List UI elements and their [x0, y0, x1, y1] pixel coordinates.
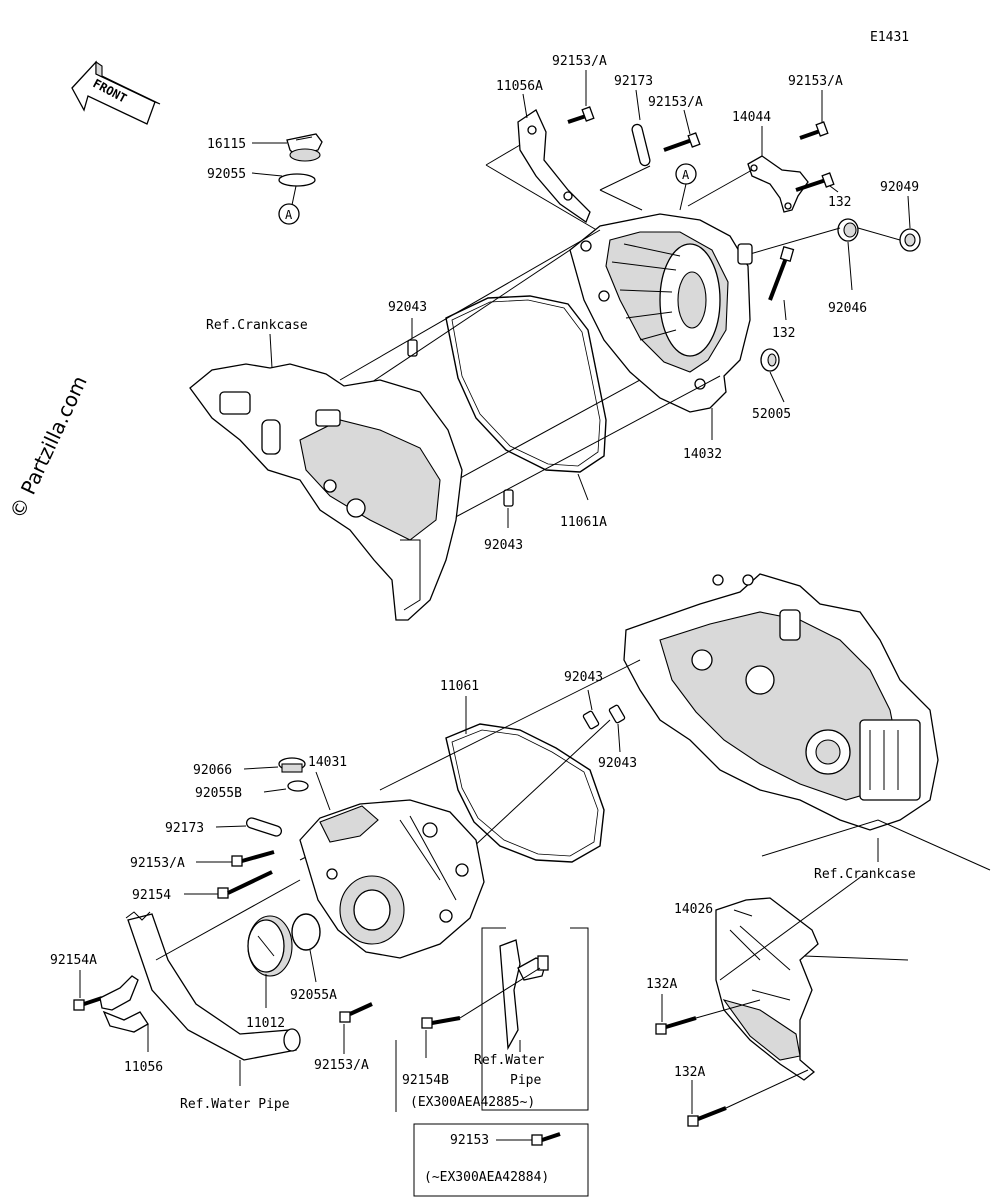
ref-crankcase-low: Ref.Crankcase [814, 867, 916, 882]
callout-a-cover: A [682, 168, 690, 182]
bolt-92154 [217, 870, 273, 899]
label-14026: 14026 [674, 902, 713, 917]
label-92066: 92066 [193, 763, 232, 778]
dowel-92043-d [608, 704, 626, 724]
cap-11012 [247, 915, 293, 977]
label-92055A: 92055A [290, 988, 337, 1003]
label-132A-b: 132A [674, 1065, 705, 1080]
bracket-11056A [517, 109, 591, 223]
diagram-code: E1431 [870, 30, 909, 45]
label-92153A-top1: 92153/A [552, 54, 607, 69]
dowel-pin-92173-low [245, 817, 283, 837]
ref-water-pipe-box-2: Pipe [510, 1073, 541, 1088]
ref-crankcase-top: Ref.Crankcase [206, 318, 308, 333]
label-11056A: 11056A [496, 79, 543, 94]
bolt-92153A-top3 [799, 121, 829, 140]
serial-range-box-2: 92153 (~EX300AEA42884) [413, 1123, 589, 1197]
bolt-92153-box [531, 1132, 561, 1146]
label-92154B: 92154B [402, 1073, 449, 1088]
serial-range-box-1: 92154B Ref.Water Pipe (EX300AEA42885~) [402, 927, 589, 1111]
label-92043-d: 92043 [598, 756, 637, 771]
serial-range-1: (EX300AEA42885~) [410, 1095, 535, 1110]
label-14044: 14044 [732, 110, 771, 125]
label-11061: 11061 [440, 679, 479, 694]
bracket-water-pipe-box [517, 955, 549, 981]
label-92154A: 92154A [50, 953, 97, 968]
dowel-92043-a [407, 339, 418, 357]
label-92153A-top3: 92153/A [788, 74, 843, 89]
bolt-132A-a [655, 1016, 697, 1035]
label-92055: 92055 [207, 167, 246, 182]
clutch-cover-14032 [569, 213, 753, 413]
o-ring-92055A [291, 913, 321, 951]
generator-cover-14031 [299, 799, 485, 959]
label-92153-box: 92153 [450, 1133, 489, 1148]
dowel-92043-c [582, 710, 600, 730]
oil-filler-cap-16115 [286, 133, 323, 162]
label-92173-top: 92173 [614, 74, 653, 89]
crankcase-ref-lower [623, 573, 939, 831]
o-ring-92055 [278, 173, 316, 187]
bracket-11056 [99, 975, 149, 1033]
label-92043-a: 92043 [388, 300, 427, 315]
o-ring-92055B [287, 780, 309, 792]
label-11061A: 11061A [560, 515, 607, 530]
ref-water-pipe-left: Ref.Water Pipe [180, 1097, 290, 1112]
label-92173-low: 92173 [165, 821, 204, 836]
front-arrow-icon: FRONT [71, 60, 161, 125]
water-pipe-ref [125, 911, 301, 1061]
label-14032: 14032 [683, 447, 722, 462]
bearing-92046 [837, 218, 859, 242]
dowel-92043-b [503, 489, 514, 507]
gasket-11061 [445, 723, 605, 863]
bolt-92153A-low2 [339, 1002, 373, 1023]
label-132A-a: 132A [646, 977, 677, 992]
bolt-92153A-low1 [231, 850, 275, 867]
bolt-92153A-top1 [567, 106, 595, 124]
label-92055B: 92055B [195, 786, 242, 801]
callout-a-left: A [285, 208, 293, 222]
label-132-b: 132 [772, 326, 795, 341]
serial-range-2: (~EX300AEA42884) [424, 1170, 549, 1185]
crankcase-ref-upper [189, 363, 463, 621]
label-92153A-low1: 92153/A [130, 856, 185, 871]
plug-92066 [278, 757, 306, 773]
label-16115: 16115 [207, 137, 246, 152]
label-92046: 92046 [828, 301, 867, 316]
label-52005: 52005 [752, 407, 791, 422]
label-92153A-top2: 92153/A [648, 95, 703, 110]
bolt-132A-b [687, 1106, 727, 1127]
label-14031: 14031 [308, 755, 347, 770]
label-11056: 11056 [124, 1060, 163, 1075]
label-92043-c: 92043 [564, 670, 603, 685]
ref-water-pipe-box-1: Ref.Water [474, 1053, 545, 1068]
bolt-92153A-top2 [663, 132, 701, 152]
bolt-92154A [73, 996, 103, 1011]
label-92049: 92049 [880, 180, 919, 195]
label-92153A-low2: 92153/A [314, 1058, 369, 1073]
bolt-92154B [421, 1016, 461, 1029]
label-11012: 11012 [246, 1016, 285, 1031]
dowel-pin-92173-top [631, 123, 651, 167]
bolt-132-a [795, 172, 835, 192]
bolt-132-b [768, 246, 795, 301]
sprocket-cover-14026 [715, 897, 819, 1081]
gasket-11061A [445, 295, 607, 473]
seal-92049 [899, 228, 921, 252]
oil-seal-52005 [760, 348, 780, 372]
watermark: © Partzilla.com [5, 372, 92, 522]
label-92043-b: 92043 [484, 538, 523, 553]
bracket-14044 [747, 155, 809, 213]
label-92154: 92154 [132, 888, 171, 903]
label-132-a: 132 [828, 195, 851, 210]
